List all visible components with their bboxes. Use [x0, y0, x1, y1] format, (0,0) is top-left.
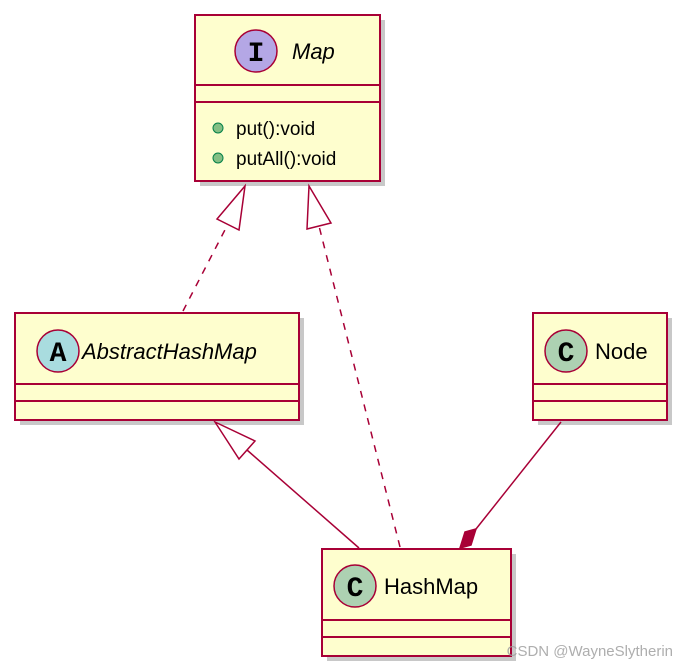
class-frame: [194, 14, 381, 182]
solid-line: [246, 449, 360, 549]
watermark: CSDN @WayneSlytherin: [507, 643, 673, 660]
solid-line: [475, 421, 562, 530]
realization-hashmap-map: [306, 183, 401, 548]
realization-abstracthashmap-map: [182, 183, 247, 312]
class-name-node: Node: [595, 339, 648, 364]
dashed-line: [182, 223, 229, 312]
interface-badge: [234, 29, 278, 73]
class-badge: [544, 329, 588, 373]
public-method-icon: [212, 152, 224, 164]
hollow-triangle-arrowhead: [306, 183, 333, 230]
abstract-badge-letter: A: [50, 339, 67, 370]
composition-node-hashmap: [458, 421, 562, 550]
class-box-map[interactable]: I Map put():void putAll():void: [194, 14, 385, 186]
generalization-hashmap-abstracthashmap: [212, 420, 360, 549]
hollow-triangle-arrowhead: [215, 183, 247, 232]
method-put: put():void: [236, 119, 315, 140]
dashed-line: [318, 225, 401, 548]
public-method-icon: [212, 122, 224, 134]
class-badge-letter: C: [558, 339, 575, 370]
class-name-hash-map: HashMap: [384, 574, 478, 599]
class-box-abstract-hash-map[interactable]: A AbstractHashMap: [14, 312, 304, 425]
abstract-badge: [36, 329, 80, 373]
class-name-abstract-hash-map: AbstractHashMap: [80, 339, 257, 364]
class-badge: [333, 564, 377, 608]
class-box-node[interactable]: C Node: [532, 312, 672, 425]
class-box-hash-map[interactable]: C HashMap: [321, 548, 516, 661]
class-badge-letter: C: [347, 574, 364, 605]
method-putall: putAll():void: [236, 149, 336, 170]
interface-badge-letter: I: [248, 39, 265, 70]
hollow-triangle-arrowhead: [212, 420, 257, 461]
filled-diamond-arrowhead: [458, 527, 478, 550]
class-name-map: Map: [292, 39, 335, 64]
